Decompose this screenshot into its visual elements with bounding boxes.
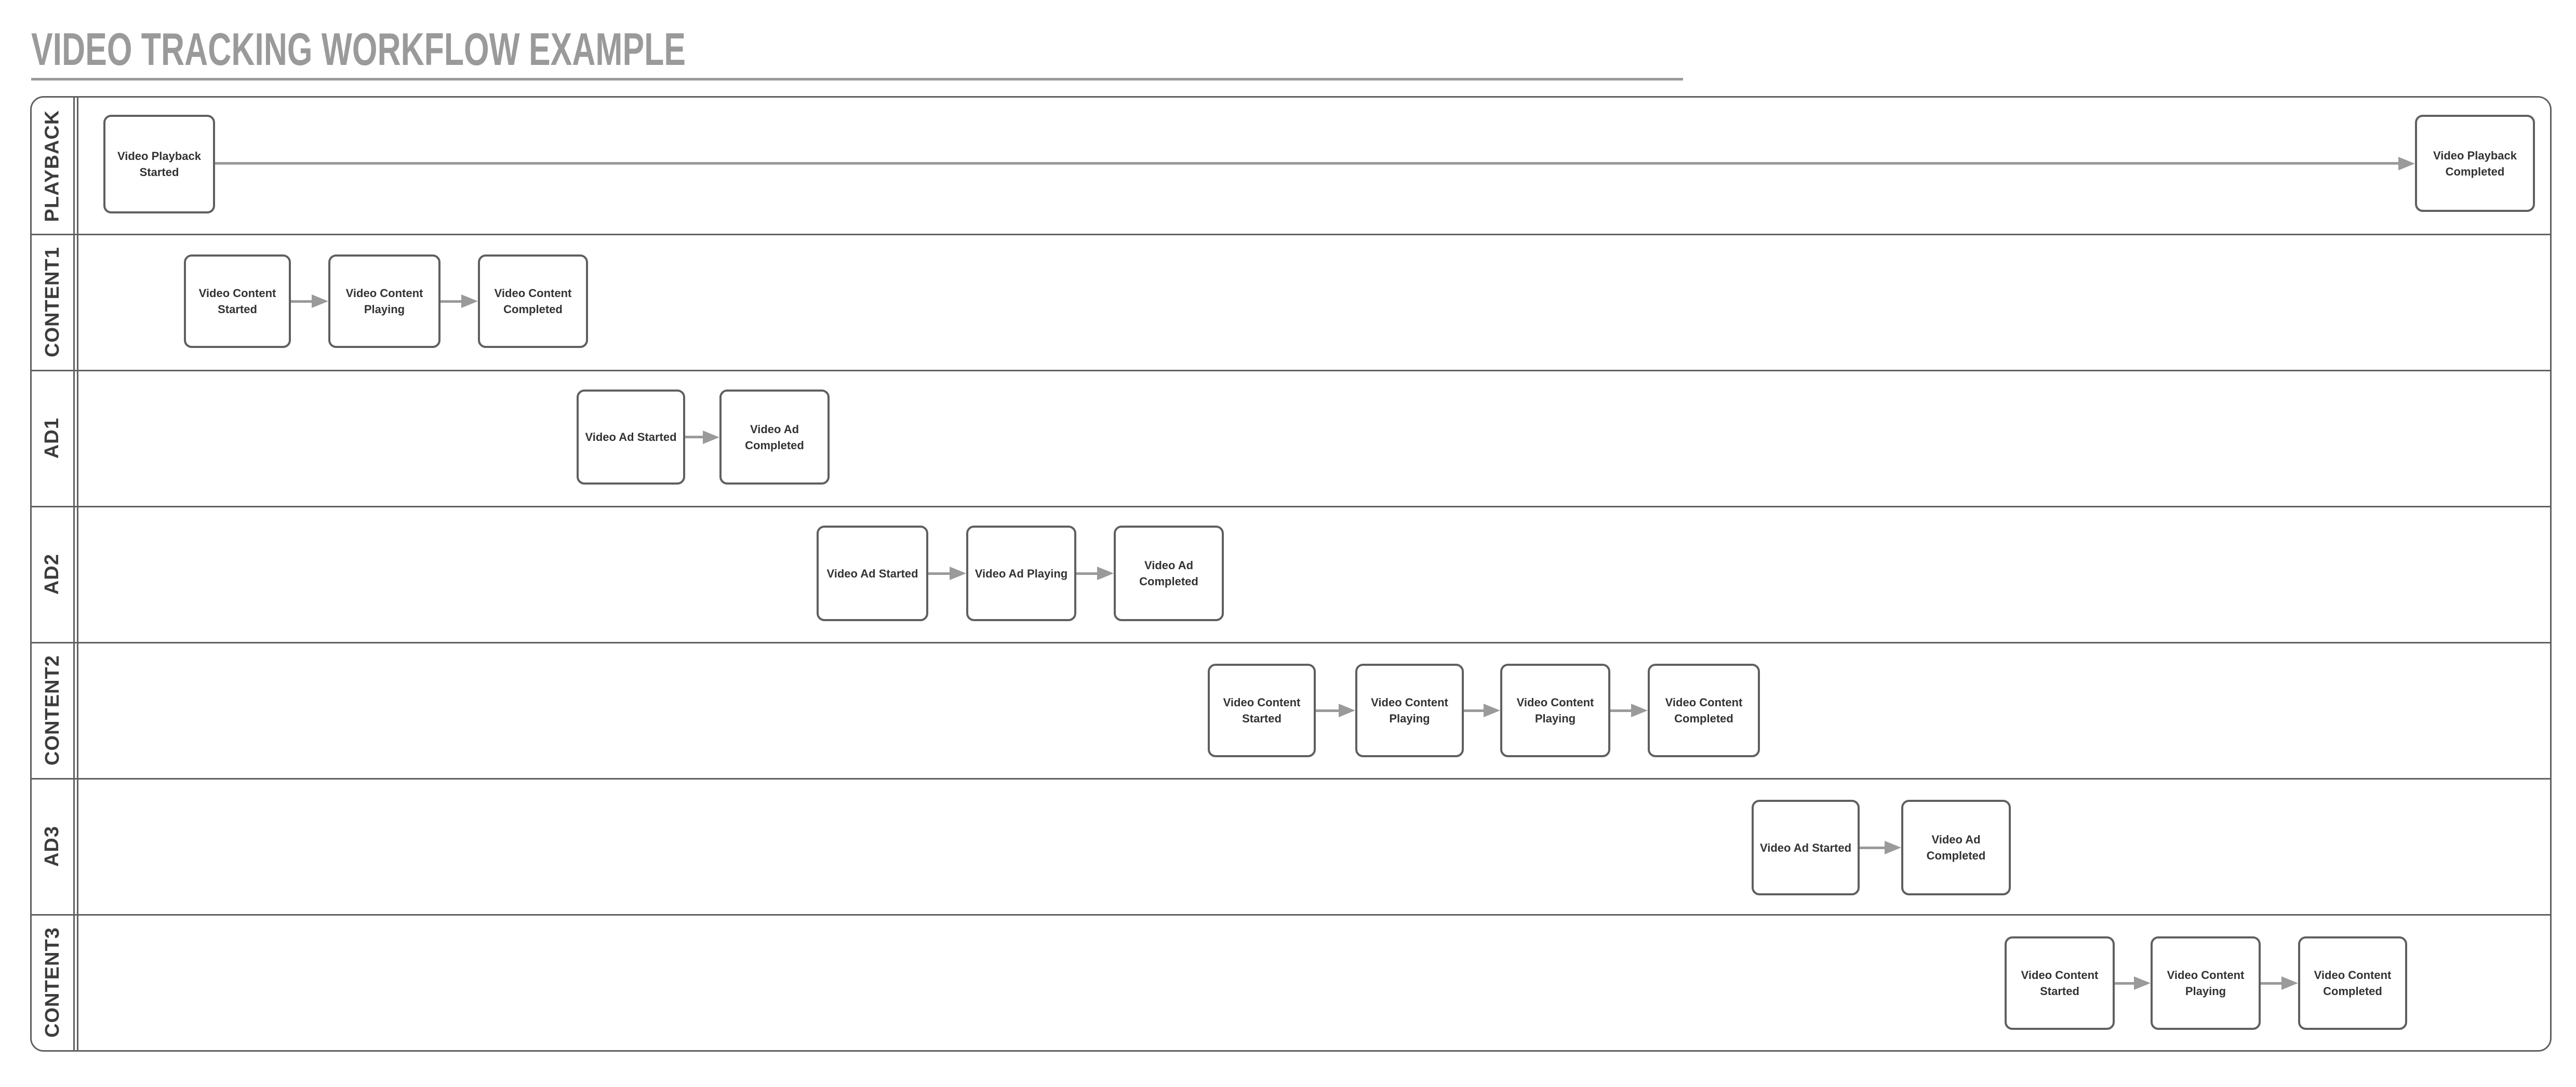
pool-body-left-border [77,98,78,1050]
node-label-line: Completed [745,438,804,452]
node-label-line: Playing [364,303,405,316]
edge-arrow-shaft [215,162,2400,165]
node-label-line: Video Ad [750,422,799,436]
node-label-line: Completed [1674,712,1733,725]
node-video-ad-started: Video Ad Started [1752,800,1860,895]
lane-divider [32,370,2550,371]
edge-arrow-shaft [685,436,705,438]
node-label-line: Video Playback [2433,149,2517,162]
node-label-line: Started [139,166,179,179]
node-label-line: Video Content [345,287,423,300]
lane-divider [32,914,2550,916]
edge-arrow-shaft [441,300,463,303]
edge-arrowhead [2398,157,2415,170]
node-label-line: Video Ad Started [585,431,677,444]
edge-arrow-shaft [1860,847,1887,849]
node-label-line: Video Content [2167,969,2245,982]
edge-arrowhead [950,567,966,580]
node-label-line: Video Content [1516,696,1594,709]
pool-label-separator [73,98,75,1050]
edge-arrow-shaft [291,300,314,303]
node-label-line: Playing [2185,985,2226,998]
node-label-line: Playing [1534,712,1576,725]
node-label-line: Video Content [2314,969,2392,982]
edge-arrowhead [461,294,478,308]
node-video-ad-started: Video Ad Started [577,390,685,485]
node-video-ad-completed: Video Ad Completed [1901,800,2011,895]
edge-arrow-shaft [1076,572,1099,575]
node-video-ad-completed: Video Ad Completed [719,390,830,485]
lane-divider [32,506,2550,507]
node-label-line: Video Content [1665,696,1743,709]
edge-arrowhead [1484,704,1500,717]
lane-divider [32,778,2550,780]
node-label-line: Started [1242,712,1282,725]
edge-arrow-shaft [1464,709,1486,712]
edge-arrowhead [1097,567,1114,580]
node-label-line: Video Ad Playing [975,567,1068,580]
edge-arrow-shaft [1316,709,1341,712]
node-label-line: Video Content [494,287,572,300]
node-label-line: Playing [1389,712,1430,725]
edge-arrow-shaft [1610,709,1633,712]
edge-arrowhead [2281,976,2298,990]
node-label-line: Completed [503,303,563,316]
node-label-line: Video Ad Started [1759,841,1852,854]
node-label-line: Video Content [2021,969,2099,982]
edge-arrow-shaft [928,572,952,575]
edge-arrow-shaft [2261,982,2284,985]
edge-arrowhead [703,431,719,444]
node-label-line: Video Ad Started [826,567,918,580]
node-video-ad-playing: Video Ad Playing [966,526,1076,621]
page-title: VIDEO TRACKING WORKFLOW EXAMPLE [31,23,686,75]
node-label-line: Completed [1139,575,1198,588]
node-video-ad-started: Video Ad Started [817,526,928,621]
node-label-line: Started [218,303,257,316]
lane-divider [32,234,2550,235]
title-underline [31,78,1683,80]
node-label-line: Completed [2323,985,2382,998]
edge-arrowhead [2134,976,2151,990]
edge-arrowhead [312,294,328,308]
edge-arrowhead [1631,704,1648,717]
node-label-line: Video Ad [1931,833,1981,846]
edge-arrow-shaft [2115,982,2136,985]
node-label-line: Completed [1926,849,1986,862]
node-label-line: Video Content [1223,696,1301,709]
edge-arrowhead [1339,704,1355,717]
node-label-line: Video Playback [117,150,201,163]
node-label-line: Completed [2445,165,2505,178]
node-label-line: Video Content [198,287,276,300]
node-video-ad-completed: Video Ad Completed [1114,526,1224,621]
node-label-line: Video Content [1371,696,1448,709]
lane-divider [32,642,2550,643]
node-label-line: Video Ad [1144,559,1194,572]
edge-arrowhead [1885,841,1901,854]
node-label-line: Started [2040,985,2079,998]
